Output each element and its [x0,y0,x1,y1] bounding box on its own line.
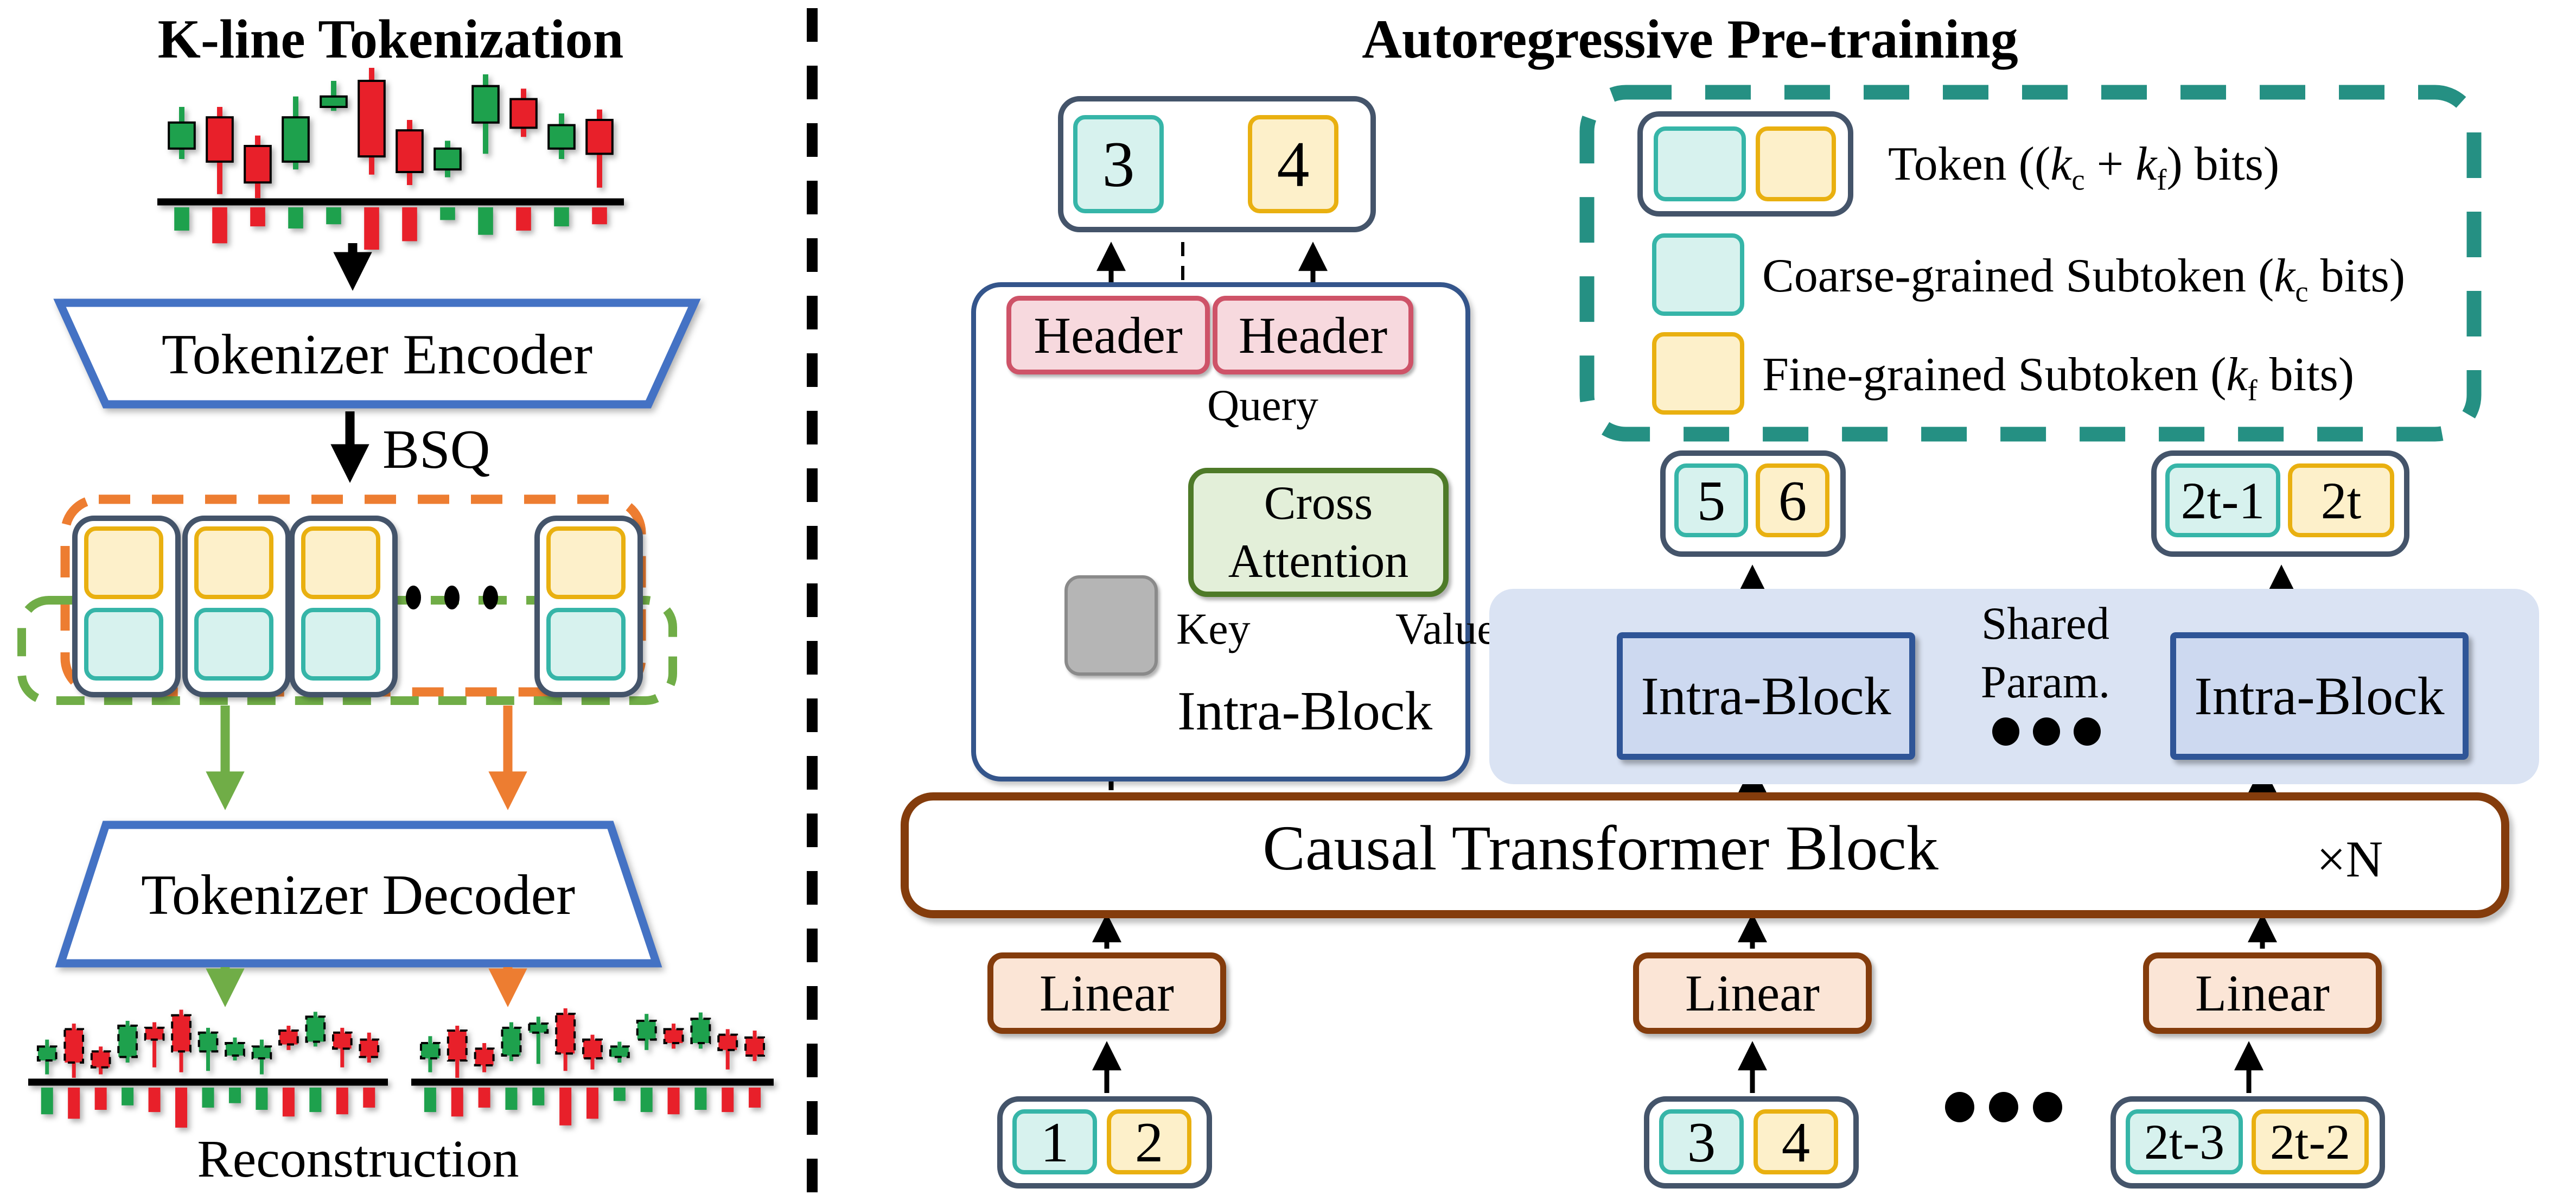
legend-coarse-swatch [1652,233,1744,316]
legend-coarse-label: Coarse-grained Subtoken (kc bits) [1762,250,2406,308]
subtoken-value: 1 [1040,1110,1069,1174]
output-token-56: 5 6 [1660,450,1846,557]
fine-subtoken-2: 2 [1107,1109,1191,1174]
fine-subtoken-6: 6 [1756,463,1829,537]
linear-label: Linear [2195,964,2330,1022]
fine-subtoken [194,526,273,599]
ellipsis-icon [406,585,498,610]
coarse-subtoken-3: 3 [1073,115,1164,213]
legend-token-swatch [1637,111,1853,217]
tokenizer-decoder-label: Tokenizer Decoder [141,862,576,926]
coarse-subtoken-3: 3 [1659,1109,1744,1174]
shared-param-label-line1: Shared [1981,598,2110,649]
bsq-label: BSQ [382,419,490,480]
coarse-subtoken [546,608,626,681]
subtoken-value: 2t [2320,471,2362,530]
coarse-subtoken [194,608,273,681]
subtoken-value: 2t-3 [2144,1114,2225,1170]
key-label: Key [1176,604,1251,653]
coarse-subtoken-5: 5 [1674,463,1748,537]
fine-subtoken-4: 4 [1248,115,1338,213]
output-token-34: 3 4 [1058,96,1376,232]
legend-coarse-in-token [1654,126,1746,201]
subtoken-value: 2t-2 [2269,1114,2351,1170]
causal-transformer-label: Causal Transformer Block [1263,812,1939,884]
input-token-2t: 2t-3 2t-2 [2110,1096,2385,1189]
hidden-state-box [1064,575,1158,676]
linear-label: Linear [1685,964,1820,1022]
header-label: Header [1238,306,1388,364]
tokenizer-encoder-shape [53,298,701,409]
coarse-subtoken [301,608,380,681]
intra-block-label: Intra-Block [2194,666,2445,726]
subtoken-value: 6 [1778,468,1807,532]
token-1 [72,516,181,697]
linear-box-2: Linear [1633,952,1872,1034]
intra-block-left: Intra-Block [1617,632,1915,760]
legend-fine-swatch [1652,332,1744,415]
input-token-12: 1 2 [997,1096,1212,1189]
linear-box-3: Linear [2143,952,2382,1034]
header-label: Header [1034,306,1183,364]
reconstruction-label: Reconstruction [197,1130,519,1189]
legend-token-label: Token ((kc + kf) bits) [1888,138,2280,196]
intra-block-right: Intra-Block [2170,632,2469,760]
fine-subtoken [84,526,163,599]
left-panel-title: K-line Tokenization [157,9,624,70]
cross-attention-box: Cross Attention [1188,468,1449,597]
shared-param-label-line2: Param. [1980,657,2110,708]
coarse-subtoken-1: 1 [1012,1109,1097,1174]
fine-subtoken-4: 4 [1754,1109,1838,1174]
query-label: Query [1207,380,1318,430]
right-panel-title: Autoregressive Pre-training [1362,9,2018,70]
coarse-subtoken-2t-1: 2t-1 [2165,463,2280,537]
subtoken-value: 4 [1781,1110,1810,1174]
subtoken-value: 4 [1277,128,1310,200]
tokenizer-encoder-label: Tokenizer Encoder [161,322,593,386]
coarse-subtoken [84,608,163,681]
linear-box-1: Linear [987,952,1226,1034]
value-label: Value [1395,604,1497,653]
coarse-subtoken-2t-3: 2t-3 [2126,1109,2243,1174]
legend-fine-label: Fine-grained Subtoken (kf bits) [1762,348,2355,407]
intra-block-label: Intra-Block [1641,666,1891,726]
subtoken-value: 2 [1134,1110,1164,1174]
fine-subtoken [546,526,626,599]
legend-fine-in-token [1756,126,1836,201]
header-box-left: Header [1006,296,1210,374]
intra-block-detail-label: Intra-Block [1177,681,1433,742]
output-token-2t: 2t-1 2t [2151,450,2409,557]
kline-reconstruction-chart-left [28,1009,388,1128]
subtoken-value: 3 [1102,128,1135,200]
cross-attention-label: Cross Attention [1228,476,1409,588]
kline-source-chart [157,68,624,250]
legend-frame [1579,85,2482,442]
input-token-34: 3 4 [1644,1096,1859,1189]
ellipsis-icon [1992,717,2101,746]
subtoken-value: 2t-1 [2180,471,2265,530]
subtoken-value: 5 [1697,468,1726,532]
header-box-right: Header [1213,296,1413,374]
fine-subtoken-2t-2: 2t-2 [2252,1109,2369,1174]
repeat-count-label: ×N [2317,830,2383,888]
token-n [534,516,643,697]
token-3 [289,516,398,697]
linear-label: Linear [1040,964,1174,1022]
ellipsis-icon [1945,1092,2062,1122]
kline-reconstruction-chart-right [411,1008,774,1126]
fine-subtoken [301,526,380,599]
subtoken-value: 3 [1687,1110,1716,1174]
causal-transformer-block [901,792,2509,918]
token-2 [182,516,291,697]
tokenizer-decoder-shape [55,821,662,968]
fine-subtoken-2t: 2t [2288,463,2394,537]
